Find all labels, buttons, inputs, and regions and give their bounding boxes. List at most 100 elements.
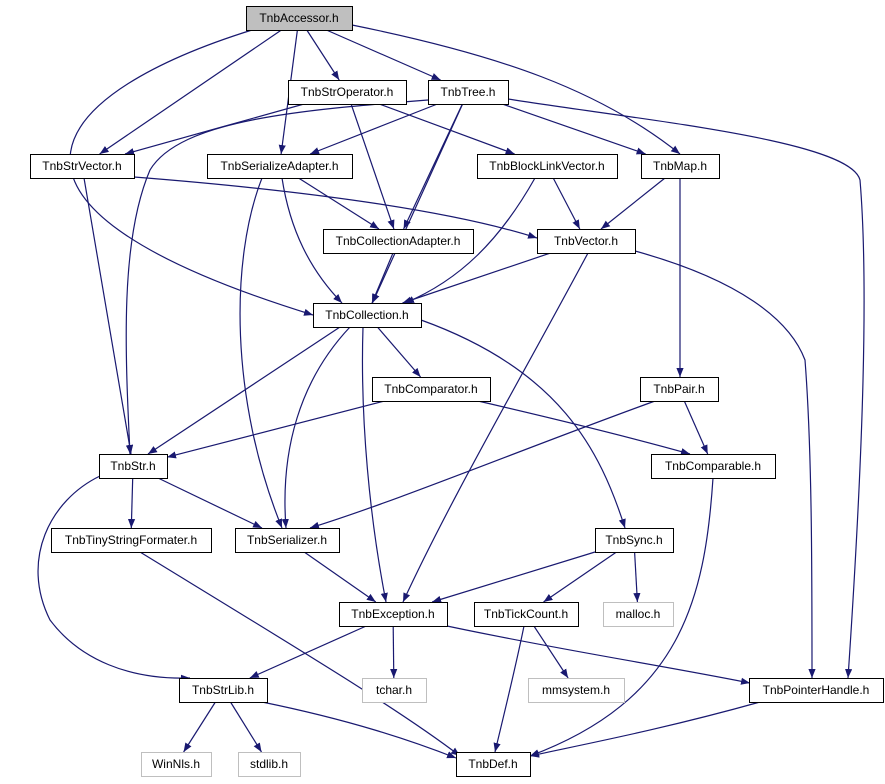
- node-label: WinNls.h: [152, 757, 200, 771]
- edge-serializeadapter-to-collectionadapter: [298, 177, 380, 230]
- edge-vector-to-exception: [402, 252, 589, 603]
- node-box: [477, 154, 618, 179]
- node-pair[interactable]: TnbPair.h: [640, 377, 719, 402]
- node-box: [595, 528, 674, 553]
- node-box: [362, 678, 427, 703]
- node-comparator[interactable]: TnbComparator.h: [372, 377, 491, 402]
- edge-serializer-to-exception: [303, 551, 377, 603]
- edge-blocklink-to-collection: [404, 177, 536, 304]
- edge-accessor-to-map: [351, 24, 681, 155]
- node-vector[interactable]: TnbVector.h: [537, 229, 636, 254]
- edge-tickcount-to-mmsystem: [533, 625, 569, 679]
- edge-tree-to-serializeadapter: [309, 103, 438, 155]
- node-str[interactable]: TnbStr.h: [99, 454, 168, 479]
- edge-strvector-to-vector: [133, 176, 538, 239]
- edge-pointerhandle-to-def: [529, 701, 761, 758]
- edge-tree-to-pointerhandle: [507, 98, 865, 679]
- node-serializeadapter[interactable]: TnbSerializeAdapter.h: [207, 154, 353, 179]
- edge-stroperator-to-blocklink: [379, 103, 515, 155]
- node-label: TnbCollection.h: [325, 308, 408, 322]
- node-label: TnbStrVector.h: [42, 159, 121, 173]
- node-box: [640, 377, 719, 402]
- node-collection[interactable]: TnbCollection.h: [313, 303, 422, 328]
- edge-exception-to-strlib: [249, 625, 367, 679]
- node-box: [179, 678, 268, 703]
- edge-blocklink-to-vector: [552, 177, 581, 230]
- node-label: TnbSync.h: [605, 533, 662, 547]
- node-tickcount[interactable]: TnbTickCount.h: [474, 602, 579, 627]
- node-map[interactable]: TnbMap.h: [641, 154, 720, 179]
- node-sync[interactable]: TnbSync.h: [595, 528, 674, 553]
- node-label: TnbSerializeAdapter.h: [220, 159, 338, 173]
- node-exception[interactable]: TnbException.h: [339, 602, 448, 627]
- node-box: [474, 602, 579, 627]
- node-label: TnbStr.h: [110, 459, 155, 473]
- node-label: TnbPair.h: [653, 382, 704, 396]
- node-label: TnbComparator.h: [384, 382, 477, 396]
- node-label: TnbVector.h: [554, 234, 618, 248]
- node-label: TnbTinyStringFormater.h: [65, 533, 197, 547]
- edge-collectionadapter-to-collection: [371, 252, 394, 304]
- node-label: TnbDef.h: [468, 757, 517, 771]
- edge-pair-to-serializer: [309, 400, 656, 529]
- node-label: TnbTickCount.h: [484, 607, 568, 621]
- node-label: TnbMap.h: [653, 159, 707, 173]
- edge-sync-to-tickcount: [543, 551, 617, 603]
- edge-pair-to-comparable: [683, 400, 709, 455]
- node-label: TnbCollectionAdapter.h: [336, 234, 461, 248]
- node-label: TnbComparable.h: [665, 459, 761, 473]
- node-box: [749, 678, 884, 703]
- edge-vector-to-collection: [402, 252, 551, 304]
- node-box: [456, 752, 531, 777]
- node-box: [323, 229, 474, 254]
- node-box: [528, 678, 625, 703]
- edge-collection-to-comparator: [376, 326, 422, 378]
- node-stroperator[interactable]: TnbStrOperator.h: [288, 80, 407, 105]
- node-tree[interactable]: TnbTree.h: [428, 80, 509, 105]
- edge-accessor-to-stroperator: [306, 29, 340, 81]
- node-box: [537, 229, 636, 254]
- node-pointerhandle[interactable]: TnbPointerHandle.h: [749, 678, 884, 703]
- node-label: malloc.h: [616, 607, 661, 621]
- edge-strlib-to-def: [261, 701, 457, 759]
- edge-serializeadapter-to-serializer: [239, 177, 283, 529]
- edge-map-to-vector: [600, 177, 666, 230]
- edge-sync-to-malloc: [633, 551, 641, 603]
- node-accessor[interactable]: TnbAccessor.h: [246, 6, 353, 31]
- node-def[interactable]: TnbDef.h: [456, 752, 531, 777]
- node-box: [238, 752, 301, 777]
- node-strvector[interactable]: TnbStrVector.h: [30, 154, 135, 179]
- node-box: [313, 303, 422, 328]
- node-box: [288, 80, 407, 105]
- node-stdlib: stdlib.h: [238, 752, 301, 777]
- node-label: TnbStrOperator.h: [301, 85, 394, 99]
- node-comparable[interactable]: TnbComparable.h: [651, 454, 776, 479]
- node-serializer[interactable]: TnbSerializer.h: [235, 528, 340, 553]
- node-strlib[interactable]: TnbStrLib.h: [179, 678, 268, 703]
- node-box: [30, 154, 135, 179]
- edge-str-to-strlib: [37, 475, 191, 682]
- edge-accessor-to-tree: [326, 29, 441, 81]
- edge-sync-to-exception: [431, 551, 596, 603]
- node-box: [603, 602, 674, 627]
- edge-layer: [37, 24, 865, 759]
- node-box: [235, 528, 340, 553]
- node-box: [51, 528, 212, 553]
- edge-tree-to-map: [502, 103, 646, 155]
- node-tinystring[interactable]: TnbTinyStringFormater.h: [51, 528, 212, 553]
- edge-collection-to-str: [147, 326, 341, 455]
- node-collectionadapter[interactable]: TnbCollectionAdapter.h: [323, 229, 474, 254]
- edge-vector-to-pointerhandle: [634, 250, 816, 679]
- edge-comparable-to-def: [529, 477, 714, 757]
- edge-tickcount-to-def: [493, 625, 525, 753]
- node-blocklink[interactable]: TnbBlockLinkVector.h: [477, 154, 618, 179]
- node-mmsystem: mmsystem.h: [528, 678, 625, 703]
- node-label: mmsystem.h: [542, 683, 610, 697]
- edge-strlib-to-winnls: [183, 701, 216, 753]
- edge-exception-to-tchar: [390, 625, 398, 679]
- node-box: [99, 454, 168, 479]
- node-label: TnbStrLib.h: [192, 683, 254, 697]
- edge-collection-to-exception: [361, 326, 388, 603]
